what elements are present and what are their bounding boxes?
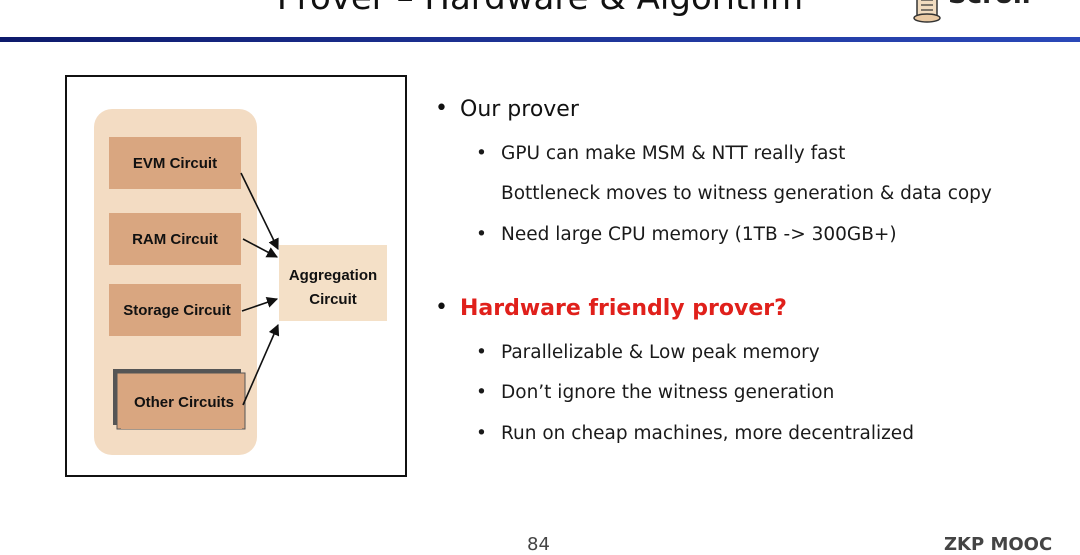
bullet-dot: •	[476, 143, 487, 164]
bullet-witness-generation: Don’t ignore the witness generation	[501, 382, 835, 403]
storage-circuit-label: Storage Circuit	[123, 302, 231, 319]
slide-title: Prover – Hardware & Algorithm	[0, 0, 1080, 18]
bullet-hardware-friendly: Hardware friendly prover?	[460, 296, 787, 321]
arrow-evm-to-aggregation	[240, 172, 279, 251]
bullet-bottleneck: Bottleneck moves to witness generation &…	[501, 183, 992, 204]
bullet-cpu-memory: Need large CPU memory (1TB -> 300GB+)	[501, 224, 897, 245]
other-circuits-label: Other Circuits	[134, 394, 234, 411]
aggregation-circuit-box	[279, 245, 387, 321]
arrow-ram-to-aggregation	[242, 238, 278, 258]
bullet-dot: •	[476, 224, 487, 245]
bullet-dot: •	[476, 342, 487, 363]
bullet-gpu-msm-ntt: GPU can make MSM & NTT really fast	[501, 143, 846, 164]
arrow-storage-to-aggregation	[241, 296, 279, 312]
circuits-panel	[94, 109, 257, 455]
aggregation-label-line2: Circuit	[309, 291, 357, 308]
bullet-cheap-machines: Run on cheap machines, more decentralize…	[501, 423, 914, 444]
ram-circuit-label: RAM Circuit	[132, 231, 218, 248]
ram-circuit-box	[109, 213, 241, 265]
evm-circuit-label: EVM Circuit	[133, 155, 217, 172]
circuit-diagram-svg: EVM Circuit RAM Circuit Storage Circuit …	[94, 109, 387, 455]
other-circuits-box	[121, 377, 242, 429]
footer-brand: ZKP MOOC	[944, 534, 1053, 555]
bullet-dot: •	[476, 382, 487, 403]
page-number: 84	[527, 534, 550, 555]
storage-circuit-box	[109, 284, 241, 336]
circuit-diagram: EVM Circuit RAM Circuit Storage Circuit …	[65, 75, 407, 477]
bullet-our-prover: Our prover	[460, 97, 579, 122]
bullet-parallelizable: Parallelizable & Low peak memory	[501, 342, 820, 363]
scroll-logo-icon	[913, 0, 941, 23]
scroll-logo: Scroll	[912, 0, 1031, 24]
bullet-dot: •	[435, 295, 448, 320]
title-underline	[0, 37, 1080, 42]
bullet-dot: •	[435, 96, 448, 121]
arrow-other-to-aggregation	[242, 323, 280, 406]
evm-circuit-box	[109, 137, 241, 189]
aggregation-label-line1: Aggregation	[289, 267, 377, 284]
scroll-logo-text: Scroll	[948, 0, 1031, 10]
bullet-dot: •	[476, 423, 487, 444]
